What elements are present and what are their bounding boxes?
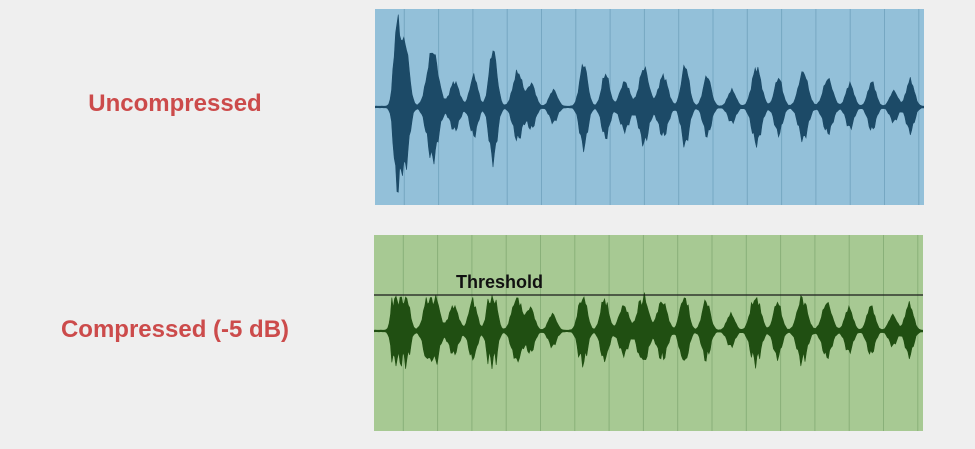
- threshold-label: Threshold: [456, 272, 544, 292]
- uncompressed-wave-shape: [375, 14, 924, 193]
- uncompressed-label: Uncompressed: [88, 90, 262, 117]
- compressed-waveform-panel: [374, 235, 923, 431]
- compressed-waveform: [374, 235, 923, 431]
- uncompressed-waveform: [375, 9, 924, 205]
- compressed-wave-shape: [374, 292, 923, 370]
- compressed-label: Compressed (-5 dB): [60, 316, 290, 343]
- uncompressed-waveform-panel: [375, 9, 924, 205]
